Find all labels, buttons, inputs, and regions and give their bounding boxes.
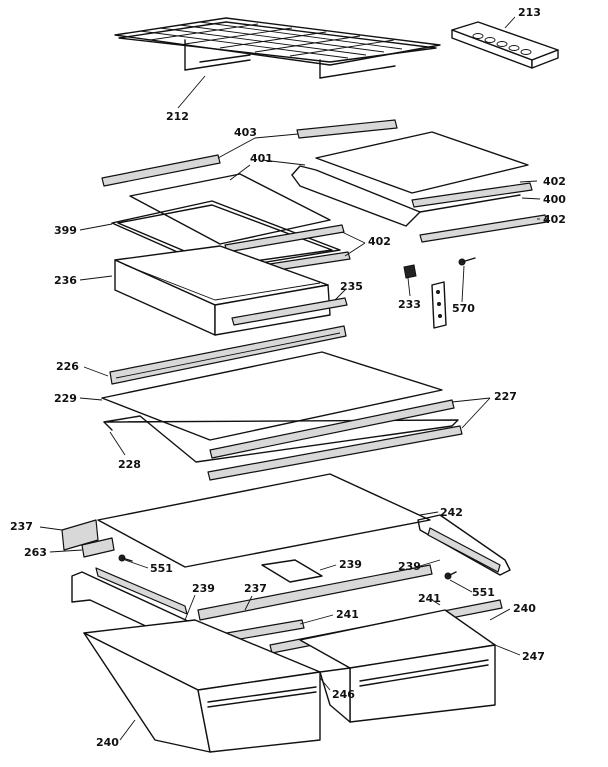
label-402: 402 (368, 235, 391, 248)
label-239: 239 (398, 560, 421, 573)
crisper-cover-242 (61, 473, 511, 576)
label-399: 399 (54, 224, 77, 237)
label-226: 226 (56, 360, 79, 373)
label-240: 240 (513, 602, 536, 615)
label-227: 227 (494, 390, 517, 403)
label-551: 551 (150, 562, 173, 575)
label-235: 235 (340, 280, 363, 293)
glass-shelf-right (291, 131, 548, 243)
label-233: 233 (398, 298, 421, 311)
label-237: 237 (244, 582, 267, 595)
label-239: 239 (339, 558, 362, 571)
leader-lines (39, 16, 541, 741)
label-228: 228 (118, 458, 141, 471)
label-239: 239 (192, 582, 215, 595)
label-229: 229 (54, 392, 77, 405)
part-labels: 212 213 403 401 402 400 402 399 402 236 … (10, 6, 566, 749)
label-236: 236 (54, 274, 77, 287)
label-401: 401 (250, 152, 273, 165)
label-570: 570 (452, 302, 475, 315)
trim-strip-403 (101, 119, 398, 187)
clips (118, 554, 457, 583)
label-402: 402 (543, 213, 566, 226)
label-551: 551 (472, 586, 495, 599)
crisper-drawer-236 (114, 245, 348, 336)
label-242: 242 (440, 506, 463, 519)
front-trim-226 (109, 325, 347, 385)
label-241: 241 (336, 608, 359, 621)
label-212: 212 (166, 110, 189, 123)
egg-tray (451, 21, 559, 69)
label-247: 247 (522, 650, 545, 663)
label-241: 241 (418, 592, 441, 605)
label-400: 400 (543, 193, 566, 206)
label-213: 213 (518, 6, 541, 19)
shelf-bracket (403, 257, 476, 329)
label-403: 403 (234, 126, 257, 139)
label-402: 402 (543, 175, 566, 188)
crisper-drawers-240 (83, 609, 496, 753)
label-263: 263 (24, 546, 47, 559)
wire-shelf (114, 17, 441, 79)
glass-shelf-229 (101, 351, 463, 481)
label-246: 246 (332, 688, 355, 701)
label-240: 240 (96, 736, 119, 749)
label-237: 237 (10, 520, 33, 533)
